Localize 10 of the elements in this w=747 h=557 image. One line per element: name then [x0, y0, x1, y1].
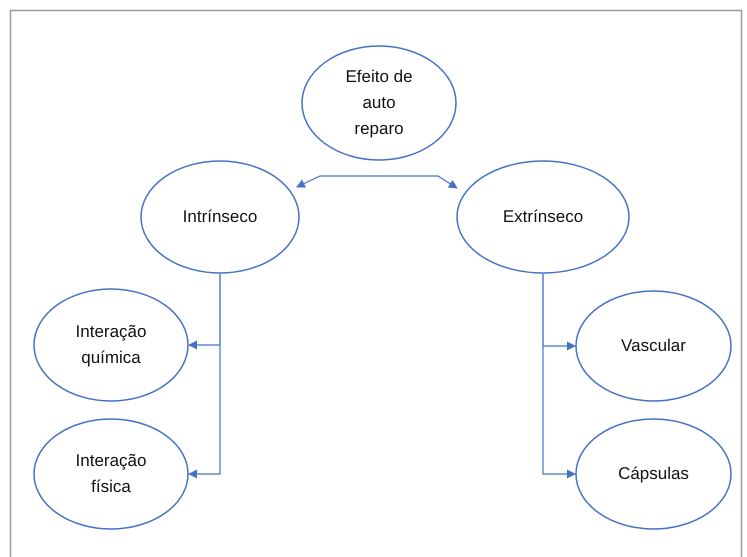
node-label: Intrínseco [182, 206, 258, 228]
connector-arrow [296, 175, 458, 188]
connector-arrow [188, 274, 221, 478]
connector-arrow [542, 274, 576, 478]
node-label: Extrínseco [502, 206, 584, 228]
node-label: Vascular [620, 335, 687, 357]
node-label: Interação física [74, 450, 148, 498]
node-label: Cápsulas [617, 463, 690, 485]
node-label: Interação química [74, 321, 148, 369]
node-label: Efeito de auto reparo [344, 66, 414, 140]
